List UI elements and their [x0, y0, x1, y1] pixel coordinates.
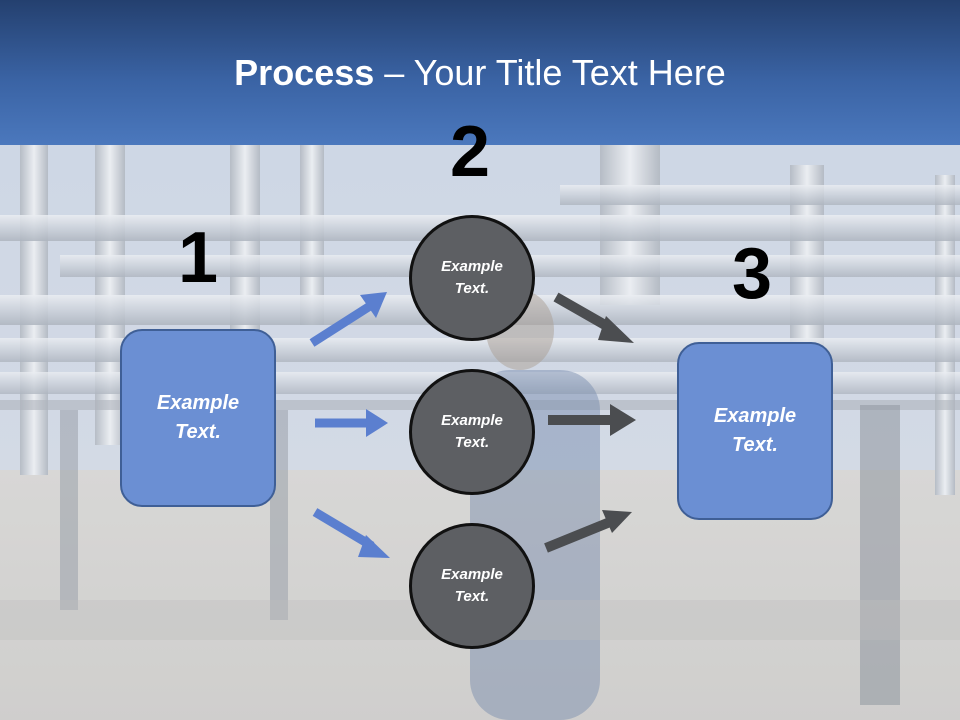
right-box-line2: Text. [732, 434, 778, 456]
title-rest: – Your Title Text Here [374, 52, 726, 93]
step-number-3: 3 [732, 234, 773, 314]
title-bold: Process [234, 52, 375, 93]
circle-top-line1: Example [441, 257, 503, 275]
circle-middle-line1: Example [441, 411, 503, 429]
title-bar [0, 0, 960, 145]
left-box-line2: Text. [175, 421, 221, 443]
circle-bottom-line1: Example [441, 565, 503, 583]
arrow-left-middle [315, 409, 388, 437]
slide-title: Process – Your Title Text Here [0, 52, 960, 94]
arrow-right-up [544, 510, 632, 553]
arrow-right-down [553, 292, 634, 343]
step-number-2: 2 [450, 112, 491, 192]
circle-middle-line2: Text. [454, 434, 490, 451]
arrow-left-down [312, 508, 390, 558]
circle-top-line2: Text. [454, 280, 490, 297]
right-box-line1: Example [713, 405, 797, 427]
arrow-left-up [309, 292, 387, 347]
step-number-1: 1 [178, 218, 219, 298]
arrow-right-middle [548, 404, 636, 436]
left-box-line1: Example [156, 392, 240, 414]
circle-bottom-line2: Text. [454, 588, 490, 605]
